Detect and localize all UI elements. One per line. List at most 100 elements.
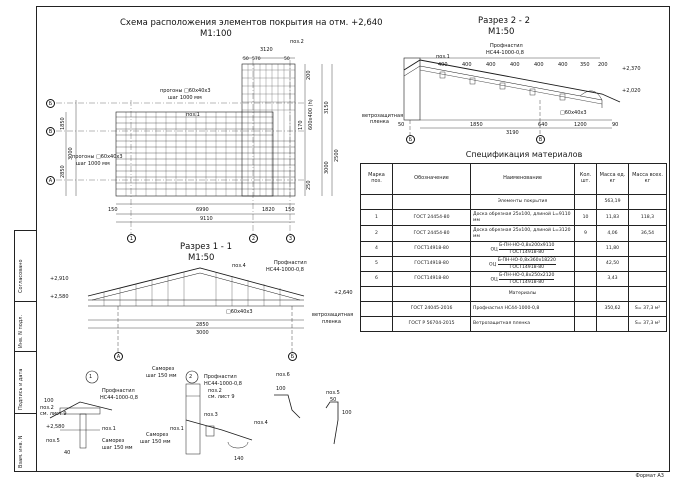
spec-title: Спецификация материалов [465,150,583,159]
table-row: Материалы [360,286,667,302]
spec-h-unit: Масса ед. кг [596,163,629,195]
node2-samorez-b1: Саморез [146,432,169,438]
node2-samorez-b2: шаг 150 мм [140,439,171,445]
spec-h-qty: Кол. шт. [574,163,597,195]
plan-dim-170: 170 [298,120,304,130]
plan-dim-lines [65,57,333,223]
plan-axis-2: 2 [249,234,258,243]
sheet-format: Формат А3 [635,473,664,479]
section22-d90: 90 [612,122,619,128]
plan-profile-lines [125,64,295,196]
plan-dim-1850: 1850 [60,117,66,130]
section22-title: Разрез 2 - 2 [478,16,530,26]
plan-axis-3: 3 [286,234,295,243]
plan-dim-3120: 3120 [260,47,273,53]
node2-num: 2 [189,374,193,380]
spec-h-code: Обозначение [392,163,471,195]
node1-num: 1 [89,374,93,380]
plan-dim-250: 250 [306,180,312,190]
node2-profnastil-2: НС44-1000-0,8 [204,381,242,387]
plan-dim-3150: 3150 [324,101,330,114]
section22-tube: □60х40х3 [560,110,587,116]
section22-d200: 200 [598,62,608,68]
node2-samorez-2: шаг 150 мм [146,373,177,379]
section22-d400-2: 400 [462,62,472,68]
plan-pos1: поз.1 [186,112,200,118]
plan-purlin-a-1: прогоны □60х40х3 [160,88,211,94]
section22-axis-v: В [536,135,545,144]
section22-d350: 350 [580,62,590,68]
section11-axis-a: А [114,352,123,361]
plan-dim-570: 570 [252,57,261,62]
table-row: 1 ГОСТ 24454-80 Доска обрезная 25х100, д… [360,209,667,226]
node2-pos3: поз.3 [204,412,218,418]
section22-linework [403,57,621,136]
plan-dim-600x400: 600х400 (h) [308,99,314,130]
section11-d3000: 3000 [196,330,209,336]
section11-scale: М1:50 [188,253,215,263]
section22-membrane-2: пленка [370,119,389,125]
section11-pos4: поз.4 [232,263,246,269]
spec-table: Марка поз. Обозначение Наименование Кол.… [360,163,667,332]
plan-purlin-b-2: шаг 1000 мм [76,161,110,167]
plan-axis-b: Б [46,99,55,108]
node2-pos2: поз.2 [208,388,222,394]
section22-profnastil-2: НС44-1000-0,8 [486,50,524,56]
node2-samorez-1: Саморез [152,366,175,372]
node1-d100: 100 [44,398,54,404]
plan-purlin-b-1: прогоны □60х40х3 [72,154,123,160]
pos4-dim: 140 [234,456,244,462]
section11-mark-lt: +2,910 [50,276,69,282]
section11-profnastil-2: НС44-1000-0,8 [266,267,304,273]
sheet-frame [36,6,670,472]
node1-pos5: поз.5 [46,438,60,444]
section22-axis-b: Б [406,135,415,144]
node2-pos2-note: см. лист 9 [208,394,235,400]
section22-profnastil-1: Профнастил [490,43,523,49]
node1-profnastil-1: Профнастил [102,388,135,394]
plan-board-lines [116,116,295,190]
table-row: ГОСТ 24045-2016 Профнастил НС44-1000-0,8… [360,301,667,317]
plan-dim-3000r: 3000 [324,161,330,174]
plan-dim-200: 200 [306,70,312,80]
plan-pos2: поз.2 [290,39,304,45]
section22-pos1: поз.1 [436,54,450,60]
section22-mark-bot: +2,020 [622,88,641,94]
plan-dim-50: 50 [243,57,249,62]
section22-membrane-1: ветрозащитная [362,113,404,119]
table-row: ГОСТ Р 56704-2015 Ветрозащитная пленка S… [360,316,667,332]
plan-dim-150: 150 [108,207,118,213]
section22-d400-4: 400 [510,62,520,68]
section22-d400-1: 400 [438,62,448,68]
node1-samorez-b2: шаг 150 мм [102,445,133,451]
section22-d400-6: 400 [558,62,568,68]
plan-dim-9110: 9110 [200,216,213,222]
section11-profnastil-1: Профнастил [274,260,307,266]
section11-membrane-1: ветрозащитная [312,312,354,318]
section22-d3190: 3190 [506,130,519,136]
plan-dim-6990: 6990 [196,207,209,213]
pos5-label: поз.5 [326,390,340,396]
plan-axis-a: А [46,176,55,185]
section22-d400-3: 400 [486,62,496,68]
pos4-label: поз.4 [254,420,268,426]
section11-linework [87,267,305,354]
spec-header-row: Марка поз. Обозначение Наименование Кол.… [360,163,667,195]
section22-scale: М1:50 [488,27,515,37]
section22-d1200: 1200 [574,122,587,128]
plan-axis-1: 1 [127,234,136,243]
plan-title: Схема расположения элементов покрытия на… [120,18,383,28]
node1-pos2: поз.2 [40,405,54,411]
node1-mark: +2,580 [46,424,65,430]
plan-dim-2500: 2500 [334,149,340,162]
plan-axis-v: В [46,127,55,136]
section11-tube: □60х40х3 [226,309,253,315]
node1-linework [49,370,113,449]
pos6-linework [274,394,301,419]
node1-samorez-b1: Саморез [102,438,125,444]
pos6-dim: 100 [276,386,286,392]
table-row: Элементы покрытия 563,19 [360,194,667,210]
node1-d40: 40 [64,450,71,456]
